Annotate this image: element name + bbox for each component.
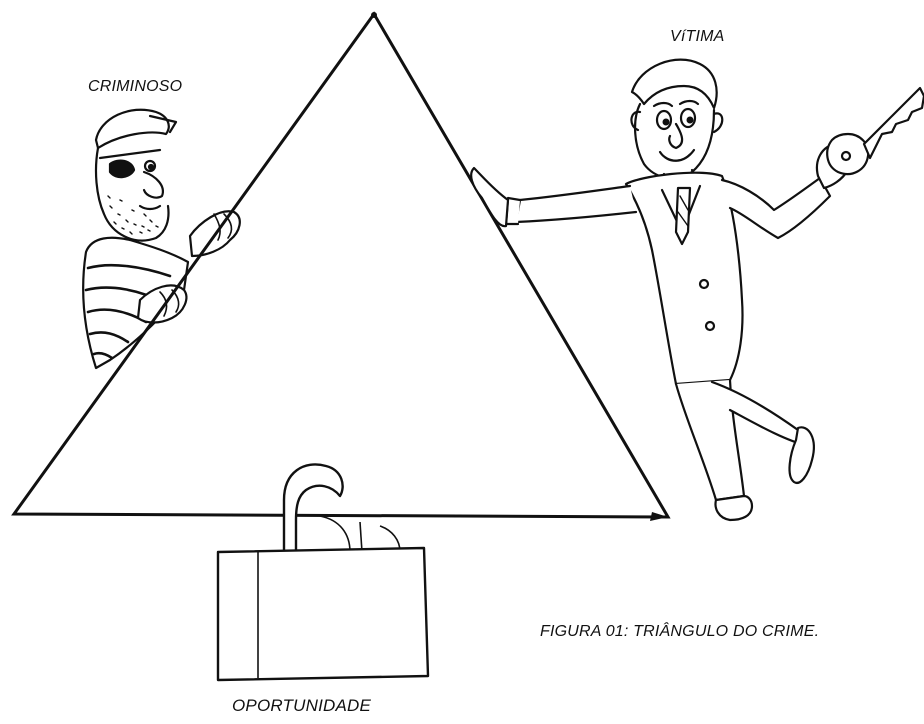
crime-triangle	[14, 14, 668, 517]
victim-hair	[632, 60, 717, 108]
opportunity-label: OPORTUNIDADE	[232, 696, 372, 715]
criminal-eyepatch	[110, 161, 134, 177]
criminal-face	[96, 148, 169, 241]
victim-nose	[669, 124, 682, 148]
victim-arm-left	[516, 186, 636, 222]
victim-shoe-left	[716, 496, 752, 520]
criminal-nose	[144, 172, 163, 198]
victim-arm-right	[722, 178, 830, 238]
figure-caption: FIGURA 01: TRIÂNGULO DO CRIME.	[540, 623, 820, 640]
criminal-label: CRIMINOSO	[88, 78, 183, 95]
key-hole	[842, 152, 850, 160]
victim-eye-right	[681, 109, 695, 127]
criminal-eye	[145, 161, 155, 171]
padlock-body	[218, 548, 428, 680]
criminal-stubble	[108, 196, 158, 234]
criminal-cap	[96, 110, 169, 148]
victim-button-2	[706, 322, 714, 330]
victim-hand-left	[471, 168, 508, 226]
key-blade	[864, 88, 924, 158]
key-icon	[827, 88, 924, 174]
victim-eye-left	[657, 111, 671, 129]
criminal-figure-icon	[83, 110, 240, 368]
victim-face	[635, 104, 714, 178]
padlock-shackle	[284, 464, 343, 552]
victim-shoe-right	[790, 427, 814, 483]
victim-tie	[676, 188, 690, 244]
criminal-hand-lower	[138, 285, 186, 322]
victim-figure-icon	[471, 60, 851, 520]
triangle-apex-mark	[371, 12, 377, 18]
victim-label: VíTIMA	[670, 28, 725, 45]
triangle-right-corner-mark	[650, 512, 668, 521]
padlock-icon	[218, 464, 428, 680]
victim-suit	[626, 173, 743, 384]
victim-button-1	[700, 280, 708, 288]
